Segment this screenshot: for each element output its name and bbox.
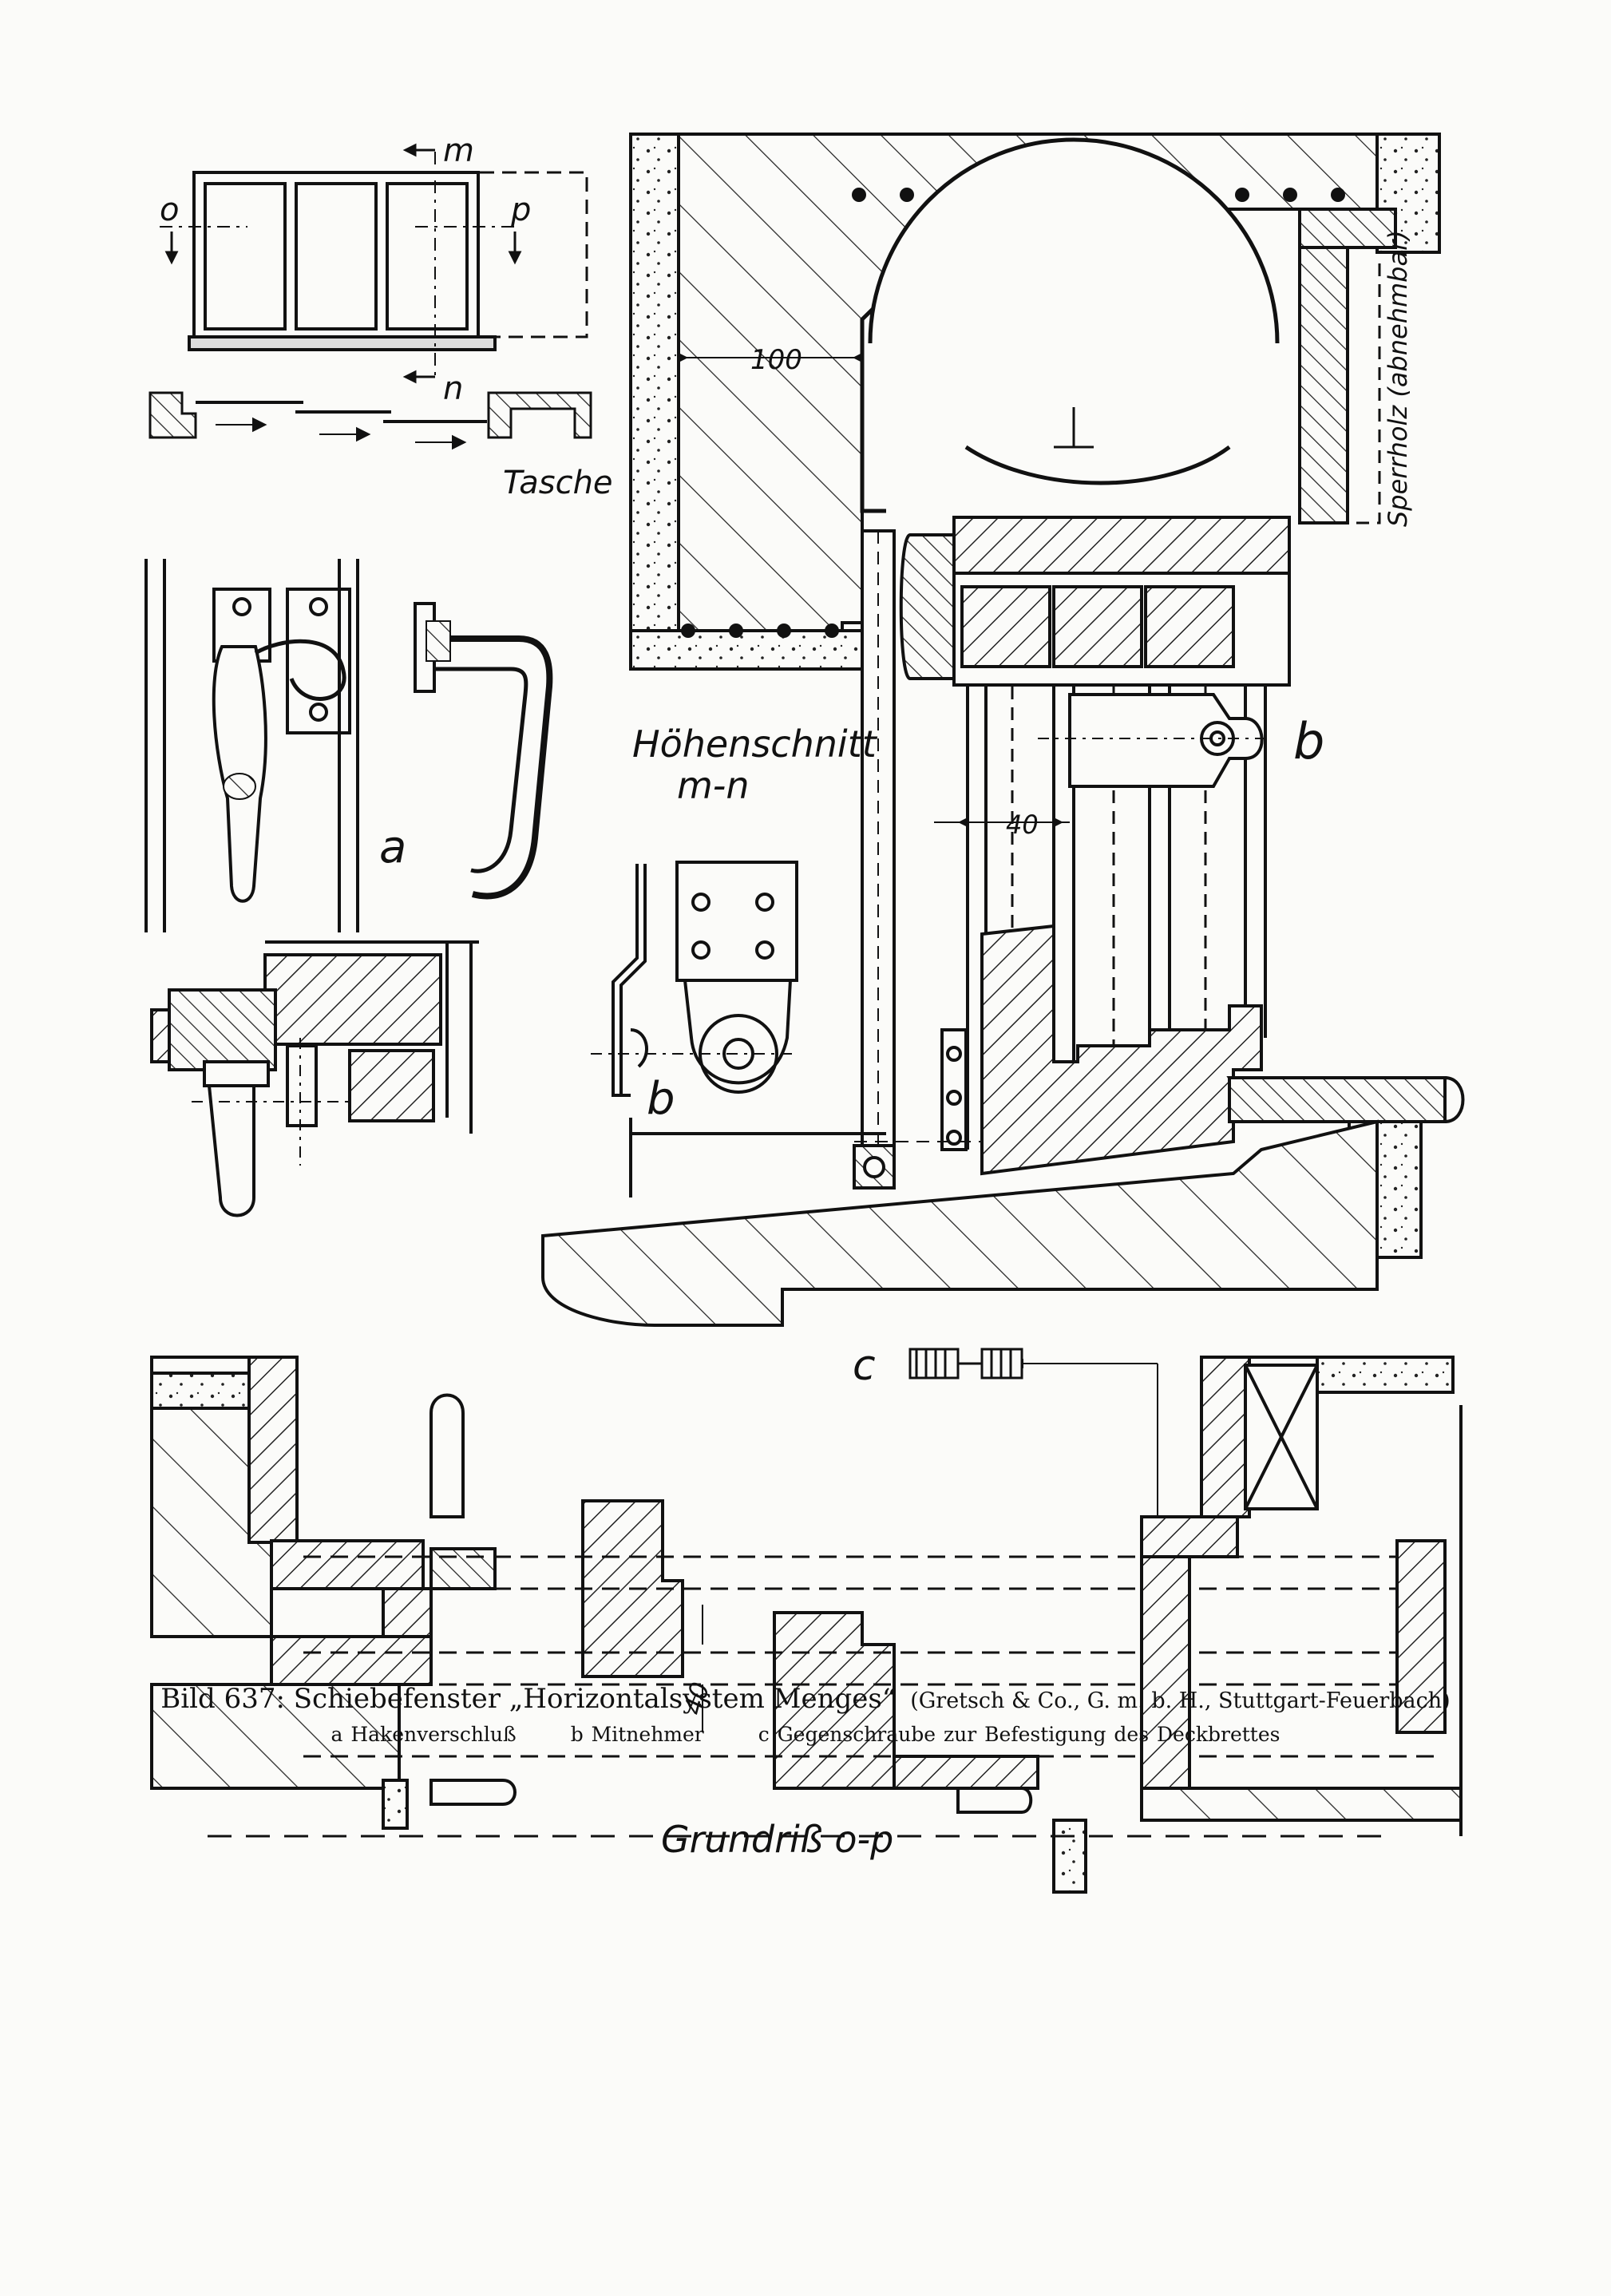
section-markers	[164, 143, 522, 384]
label-p: p	[510, 192, 531, 228]
counter-screw-c	[908, 1348, 1023, 1380]
label-hoehenschnitt: Höhenschnitt	[632, 722, 878, 766]
label-b-small: b	[647, 1073, 675, 1125]
hook-lock-detail	[144, 559, 553, 932]
caption-title: Bild 637: Schiebefenster „Horizontalsyst…	[160, 1683, 897, 1715]
label-a: a	[379, 821, 406, 873]
label-b-large: b	[1293, 712, 1324, 770]
driver-detail-small	[591, 861, 798, 1097]
legend-a: a Hakenverschluß	[331, 1723, 517, 1746]
label-hoehenschnitt-ref: m-n	[677, 764, 750, 807]
legend-c: c Gegenschraube zur Befestigung des Deck…	[758, 1723, 1280, 1746]
hook-lock-section	[150, 940, 479, 1217]
label-m: m	[443, 133, 474, 169]
window-elevation	[160, 152, 588, 375]
figure-caption-title: Bild 637: Schiebefenster „Horizontalsyst…	[0, 1683, 1611, 1715]
label-tasche: Tasche	[503, 465, 613, 501]
label-grundriss: Grundriß o-p	[661, 1818, 893, 1861]
dimension-100: 100	[750, 344, 802, 376]
sliding-plan-diagram	[148, 391, 592, 450]
dimension-40-vertical: 40	[1006, 810, 1039, 840]
figure-caption-legend: a Hakenverschluß b Mitnehmer c Gegenschrau…	[0, 1723, 1611, 1746]
label-n: n	[443, 370, 463, 407]
plan-section	[150, 1356, 1463, 1894]
legend-b: b Mitnehmer	[570, 1723, 704, 1746]
label-o: o	[160, 192, 179, 228]
label-sperrholz: Sperrholz (abnehmbar)	[1383, 230, 1413, 527]
caption-publisher: (Gretsch & Co., G. m. b. H., Stuttgart-F…	[910, 1688, 1451, 1713]
label-c: c	[853, 1342, 876, 1390]
vertical-section	[541, 133, 1465, 1327]
